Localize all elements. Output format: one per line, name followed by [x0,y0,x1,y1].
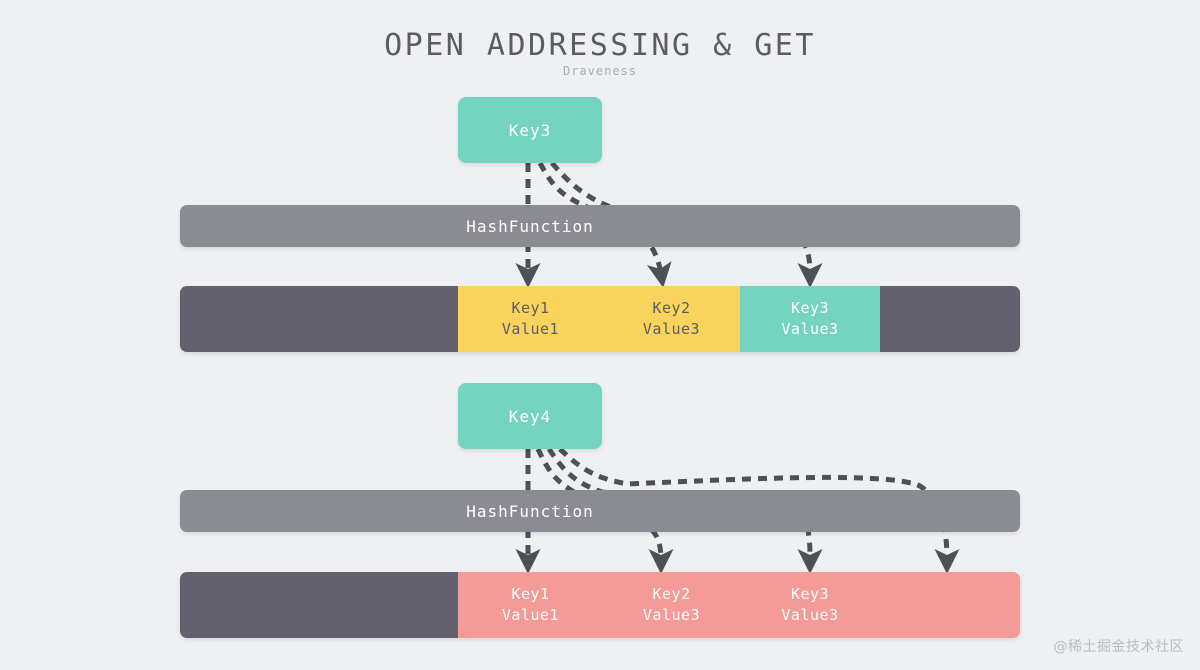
bucket-array-2: Key1 Value1 Key2 Value3 Key3 Value3 [180,572,1020,638]
page-subtitle: Draveness [562,64,638,78]
bucket-slot-value: Value3 [781,606,839,624]
hash-function-label: HashFunction [466,216,594,236]
hash-function-label: HashFunction [466,501,594,521]
bucket-slot-key: Key3 [790,585,830,603]
bucket-slot-key: Key1 [511,299,550,317]
bucket-slot-empty-left[interactable] [180,286,458,352]
bucket-array-1: Key1 Value1 Key2 Value3 Key3 Value3 [180,286,1020,352]
bucket-slot-value: Value3 [642,320,701,338]
watermark: @稀土掘金技术社区 [1053,639,1184,655]
bucket-slot-value: Value1 [501,606,560,624]
bucket-slot-key3[interactable]: Key3 Value3 [740,572,880,638]
bucket-slot-key2[interactable]: Key2 Value3 [603,572,740,638]
bucket-slot-value: Value1 [501,320,560,338]
bucket-slot-key: Key1 [511,585,550,603]
key-box-label: Key4 [508,406,552,426]
bucket-slot-key: Key2 [652,299,691,317]
bucket-slot-key: Key3 [790,299,830,317]
bucket-slot-value: Value3 [642,606,701,624]
bucket-slot-key1[interactable]: Key1 Value1 [458,572,603,638]
bucket-slot-empty-left[interactable] [180,572,458,638]
bucket-slot-empty-right[interactable] [880,286,1020,352]
bucket-slot-key: Key2 [652,585,691,603]
bucket-slot-key3[interactable]: Key3 Value3 [740,286,880,352]
key-box-key4[interactable]: Key4 [458,383,602,449]
bucket-slot-value: Value3 [781,320,839,338]
bucket-slot-empty-right[interactable] [880,572,1020,638]
hash-function-bar-1: HashFunction [180,205,1020,247]
bucket-slot-key1[interactable]: Key1 Value1 [458,286,603,352]
hash-function-bar-2: HashFunction [180,490,1020,532]
key-box-label: Key3 [508,120,552,140]
bucket-slot-key2[interactable]: Key2 Value3 [603,286,740,352]
key-box-key3[interactable]: Key3 [458,97,602,163]
page-title: OPEN ADDRESSING & GET [384,28,816,63]
